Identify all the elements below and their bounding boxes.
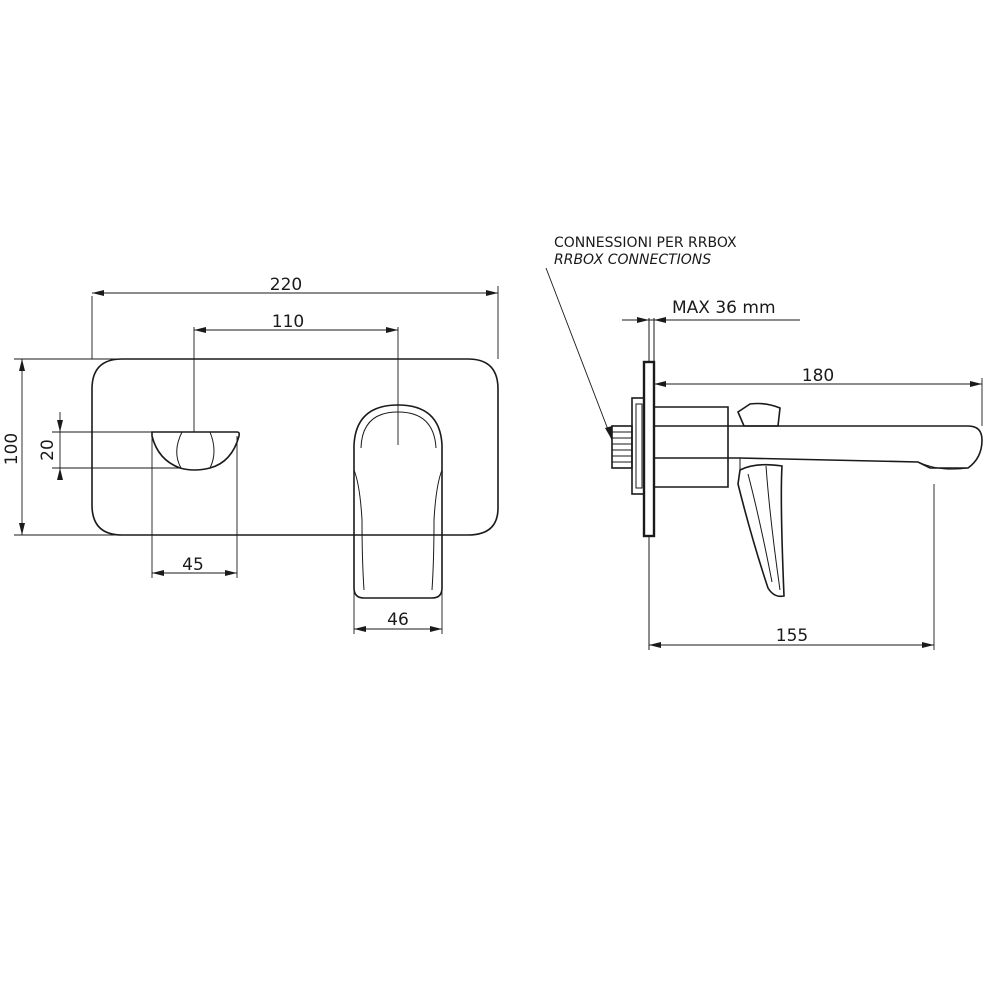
dimension-46: 46 xyxy=(353,590,443,634)
dimension-100: 100 xyxy=(2,358,122,536)
dimension-20: 20 xyxy=(38,412,180,480)
dimension-45: 45 xyxy=(151,436,238,578)
dimension-max-36: MAX 36 mm xyxy=(622,298,800,323)
side-view: CONNESSIONI PER RRBOX RRBOX CONNECTIONS xyxy=(545,235,983,650)
connections-leader-line xyxy=(545,267,613,441)
rrbox-connection xyxy=(611,397,645,495)
dimension-155: 155 xyxy=(649,484,935,650)
front-view: 220 110 100 20 xyxy=(2,275,499,634)
dimension-220-label: 220 xyxy=(270,275,302,295)
dimension-max-36-label: MAX 36 mm xyxy=(672,298,776,318)
dimension-20-label: 20 xyxy=(38,439,58,461)
dimension-220: 220 xyxy=(91,275,499,359)
dimension-45-label: 45 xyxy=(182,555,204,575)
handle-front xyxy=(353,404,443,599)
connections-note-english: RRBOX CONNECTIONS xyxy=(554,252,711,268)
dimension-180-label: 180 xyxy=(802,366,834,386)
dimension-110: 110 xyxy=(193,312,399,445)
dimension-110-label: 110 xyxy=(272,312,304,332)
connections-note-italian: CONNESSIONI PER RRBOX xyxy=(554,235,737,251)
spout-front xyxy=(151,431,241,471)
wall-plate-outline xyxy=(91,358,499,536)
dimension-46-label: 46 xyxy=(387,610,409,630)
spout-side xyxy=(654,406,983,488)
dimension-155-label: 155 xyxy=(776,626,808,646)
handle-side xyxy=(737,402,785,598)
dimension-100-label: 100 xyxy=(2,433,22,465)
dimension-180: 180 xyxy=(654,366,983,426)
wall-plate-side xyxy=(642,318,656,650)
